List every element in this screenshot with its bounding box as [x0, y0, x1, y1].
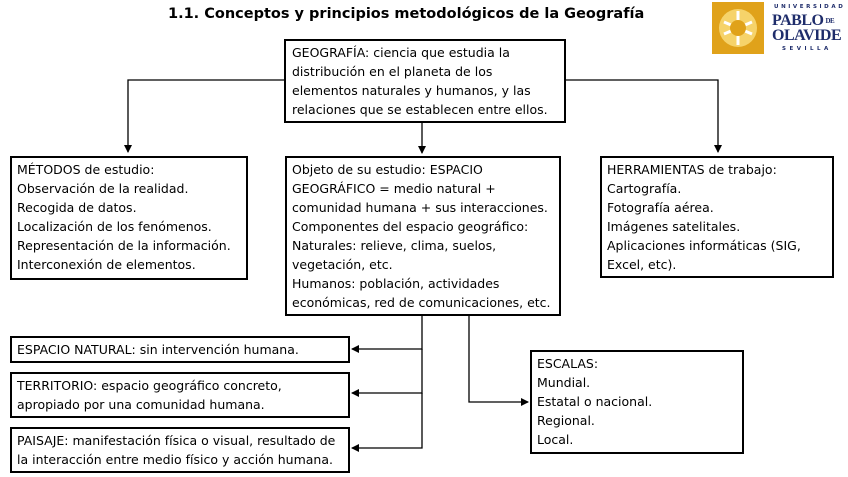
- territorio-box: TERRITORIO: espacio geográfico concreto,…: [10, 372, 350, 418]
- box-line: Humanos: población, actividades: [292, 276, 500, 291]
- box-line: Recogida de datos.: [17, 200, 137, 215]
- box-line: Naturales: relieve, clima, suelos,: [292, 238, 497, 253]
- box-line: apropiado por una comunidad humana.: [17, 397, 265, 412]
- connector-geografia-herramientas: [566, 79, 722, 153]
- connector-objeto-espacio-natural: [351, 314, 423, 353]
- box-line: comunidad humana + sus interacciones.: [292, 200, 548, 215]
- box-line: GEOGRÁFICO = medio natural +: [292, 181, 496, 196]
- connector-objeto-paisaje: [351, 393, 423, 452]
- box-line: Componentes del espacio geográfico:: [292, 219, 529, 234]
- box-line: Cartografía.: [607, 181, 682, 196]
- box-line: vegetación, etc.: [292, 257, 393, 272]
- box-line: Fotografía aérea.: [607, 200, 714, 215]
- logo-emblem-icon: [712, 2, 764, 54]
- logo-line2: OLAVIDE: [772, 27, 842, 44]
- box-line: Localización de los fenómenos.: [17, 219, 212, 234]
- box-line: la interacción entre medio físico y acci…: [17, 452, 333, 467]
- espacio-natural-box: ESPACIO NATURAL: sin intervención humana…: [10, 336, 350, 363]
- logo-lower-text: SEVILLA: [782, 46, 832, 52]
- geografia-box: GEOGRAFÍA: ciencia que estudia la distri…: [284, 39, 566, 123]
- herramientas-box: HERRAMIENTAS de trabajo: Cartografía. Fo…: [600, 156, 834, 278]
- box-line: elementos naturales y humanos, y las: [292, 83, 531, 98]
- logo-upper-text: UNIVERSIDAD: [774, 4, 846, 10]
- box-line: Imágenes satelitales.: [607, 219, 741, 234]
- box-line: Local.: [537, 432, 574, 447]
- box-line: GEOGRAFÍA: ciencia que estudia la: [292, 45, 510, 60]
- box-line: Mundial.: [537, 375, 591, 390]
- box-line: ESPACIO NATURAL: sin intervención humana…: [17, 342, 299, 357]
- box-line: Interconexión de elementos.: [17, 257, 196, 272]
- box-line: Observación de la realidad.: [17, 181, 189, 196]
- objeto-box: Objeto de su estudio: ESPACIO GEOGRÁFICO…: [285, 156, 561, 316]
- box-line: distribución en el planeta de los: [292, 64, 493, 79]
- box-line: económicas, red de comunicaciones, etc.: [292, 295, 551, 310]
- connector-geografia-metodos: [124, 79, 284, 153]
- box-line: Representación de la información.: [17, 238, 231, 253]
- box-line: Regional.: [537, 413, 595, 428]
- box-line: ESCALAS:: [537, 356, 599, 371]
- box-line: Excel, etc).: [607, 257, 677, 272]
- metodos-box: MÉTODOS de estudio: Observación de la re…: [10, 156, 248, 280]
- escalas-box: ESCALAS: Mundial. Estatal o nacional. Re…: [530, 350, 744, 454]
- box-line: Aplicaciones informáticas (SIG,: [607, 238, 801, 253]
- box-line: HERRAMIENTAS de trabajo:: [607, 162, 777, 177]
- page-title: 1.1. Conceptos y principios metodológico…: [168, 6, 645, 22]
- box-line: PAISAJE: manifestación física o visual, …: [17, 433, 336, 448]
- box-line: Estatal o nacional.: [537, 394, 653, 409]
- connector-objeto-escalas: [468, 314, 529, 406]
- box-line: MÉTODOS de estudio:: [17, 162, 155, 177]
- box-line: TERRITORIO: espacio geográfico concreto,: [17, 378, 282, 393]
- box-line: relaciones que se establecen entre ellos…: [292, 102, 548, 117]
- paisaje-box: PAISAJE: manifestación física o visual, …: [10, 427, 350, 473]
- box-line: Objeto de su estudio: ESPACIO: [292, 162, 483, 177]
- connector-objeto-territorio: [351, 349, 423, 397]
